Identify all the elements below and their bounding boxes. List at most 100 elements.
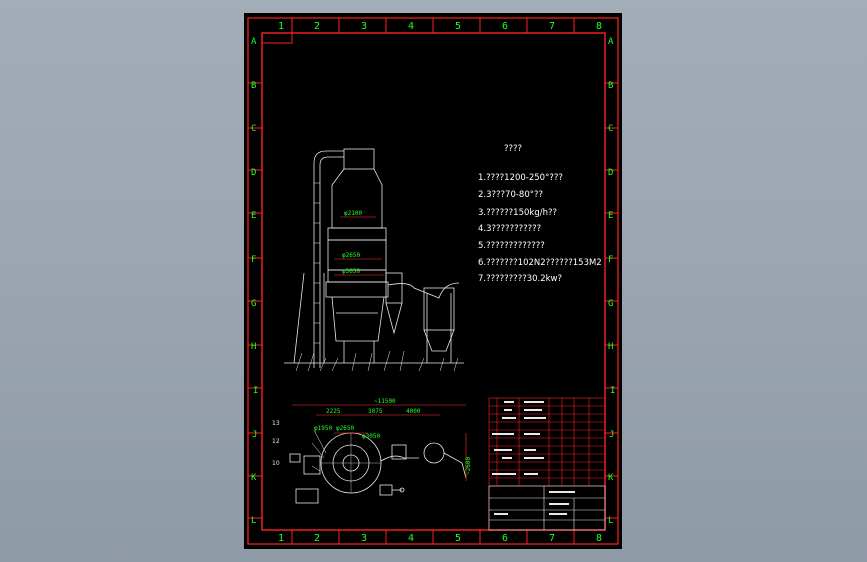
- col-label: 5: [455, 533, 461, 544]
- row-label: K: [251, 473, 257, 483]
- row-label: D: [608, 168, 613, 178]
- col-label: 4: [408, 21, 414, 32]
- elevation-dimension-lines: [334, 216, 384, 276]
- elevation-dimensions: φ2100 φ2650 φ3650: [342, 210, 362, 275]
- note-line: 7.?????????30.2kw?: [478, 274, 562, 284]
- title-block-marks: [492, 401, 575, 515]
- column-ticks: [291, 18, 575, 544]
- row-labels-right: A B C D E F G H I J K L: [608, 37, 615, 526]
- col-label: 5: [455, 21, 461, 32]
- dim-d3: φ3050: [362, 433, 380, 440]
- note-line: 5.?????????????: [478, 241, 545, 251]
- tower-base-ring: [325, 281, 389, 298]
- tower-band: [327, 227, 387, 241]
- row-label: C: [251, 124, 256, 134]
- col-label: 6: [502, 21, 508, 32]
- tower-cone: [331, 168, 383, 229]
- dim-d1: φ1950: [314, 425, 332, 432]
- row-label: I: [253, 386, 258, 396]
- col-label: 7: [549, 533, 555, 544]
- col-label: 4: [408, 533, 414, 544]
- row-label: L: [608, 516, 613, 526]
- column-labels-top: 1 2 3 4 5 6 7 8: [278, 21, 602, 32]
- row-label: I: [610, 386, 615, 396]
- callout-12: 12: [272, 438, 280, 445]
- note-line: 2.3???70-80°??: [478, 190, 543, 200]
- col-label: 3: [361, 533, 367, 544]
- row-label: J: [609, 430, 614, 440]
- corner-mark: [262, 33, 293, 44]
- plan-dimensions: ~11500 2225 3075 4000 φ1950 φ2650 φ3050 …: [314, 398, 472, 475]
- elevation-view: [284, 148, 464, 372]
- row-label: F: [251, 255, 256, 265]
- plan-callouts: 13 12 10: [272, 420, 280, 467]
- cyclone-1: [385, 272, 403, 304]
- col-label: 2: [314, 21, 320, 32]
- row-label: E: [608, 211, 613, 221]
- note-line: 1.????1200-250°???: [478, 173, 563, 183]
- plan-motor: [295, 488, 319, 504]
- column-labels-bottom: 1 2 3 4 5 6 7 8: [278, 533, 602, 544]
- callout-13: 13: [272, 420, 280, 427]
- plan-cyclone: [391, 444, 407, 460]
- duct-left-inner: [319, 156, 344, 368]
- row-label: G: [608, 299, 613, 309]
- row-labels-left: A B C D E F G H I J K L: [251, 37, 258, 526]
- support-leg: [293, 272, 305, 364]
- col-label: 8: [596, 533, 602, 544]
- dim-seg3: 4000: [406, 408, 421, 415]
- dim-seg2: 3075: [368, 408, 383, 415]
- dim-overall: ~11500: [374, 398, 396, 405]
- row-label: F: [608, 255, 613, 265]
- callout-10: 10: [272, 460, 280, 467]
- duct-left: [313, 150, 344, 368]
- dim-d2: φ2650: [336, 425, 354, 432]
- col-label: 3: [361, 21, 367, 32]
- note-line: 6.???????102N2??????153M2: [478, 258, 602, 268]
- filter-hopper: [423, 329, 455, 352]
- cyclone-1-cone: [385, 302, 403, 335]
- row-label: D: [251, 168, 256, 178]
- connecting-duct: [387, 282, 460, 299]
- row-label: B: [251, 81, 256, 91]
- row-label: C: [608, 124, 613, 134]
- dim-tower-mid: φ2650: [342, 252, 360, 259]
- title-block: [488, 397, 606, 531]
- row-label: B: [608, 81, 613, 91]
- dim-tower-base: φ3650: [342, 268, 360, 275]
- row-label: H: [251, 342, 256, 352]
- dim-seg1: 2225: [326, 408, 341, 415]
- notes-title: ????: [504, 144, 522, 154]
- plan-duct-2: [443, 452, 467, 479]
- row-ticks: [248, 82, 618, 519]
- plan-dimension-lines: [292, 404, 467, 481]
- plan-burner: [303, 455, 321, 475]
- filter-unit: [423, 287, 455, 331]
- row-label: E: [251, 211, 256, 221]
- row-label: G: [251, 299, 256, 309]
- row-label: A: [251, 37, 257, 47]
- plan-fan: [423, 442, 445, 464]
- plan-pump: [379, 484, 393, 496]
- row-label: A: [608, 37, 614, 47]
- plan-box: [289, 453, 301, 463]
- technical-notes: ???? 1.????1200-250°??? 2.3???70-80°?? 3…: [478, 144, 602, 284]
- col-label: 7: [549, 21, 555, 32]
- tower-top: [343, 148, 375, 170]
- col-label: 8: [596, 21, 602, 32]
- tower-hopper: [331, 296, 385, 342]
- cad-drawing: 1 2 3 4 5 6 7 8 1 2 3 4 5 6 7 8 A B C D …: [247, 17, 619, 545]
- dim-tower-top: φ2100: [344, 210, 362, 217]
- col-label: 2: [314, 533, 320, 544]
- note-line: 4.3???????????: [478, 224, 541, 234]
- drawing-sheet: 1 2 3 4 5 6 7 8 1 2 3 4 5 6 7 8 A B C D …: [244, 13, 622, 549]
- col-label: 1: [278, 533, 284, 544]
- note-line: 3.??????150kg/h??: [478, 208, 557, 218]
- row-label: K: [608, 473, 614, 483]
- col-label: 1: [278, 21, 284, 32]
- row-label: L: [251, 516, 256, 526]
- row-label: J: [252, 430, 257, 440]
- plan-view: [289, 429, 467, 504]
- col-label: 6: [502, 533, 508, 544]
- row-label: H: [608, 342, 613, 352]
